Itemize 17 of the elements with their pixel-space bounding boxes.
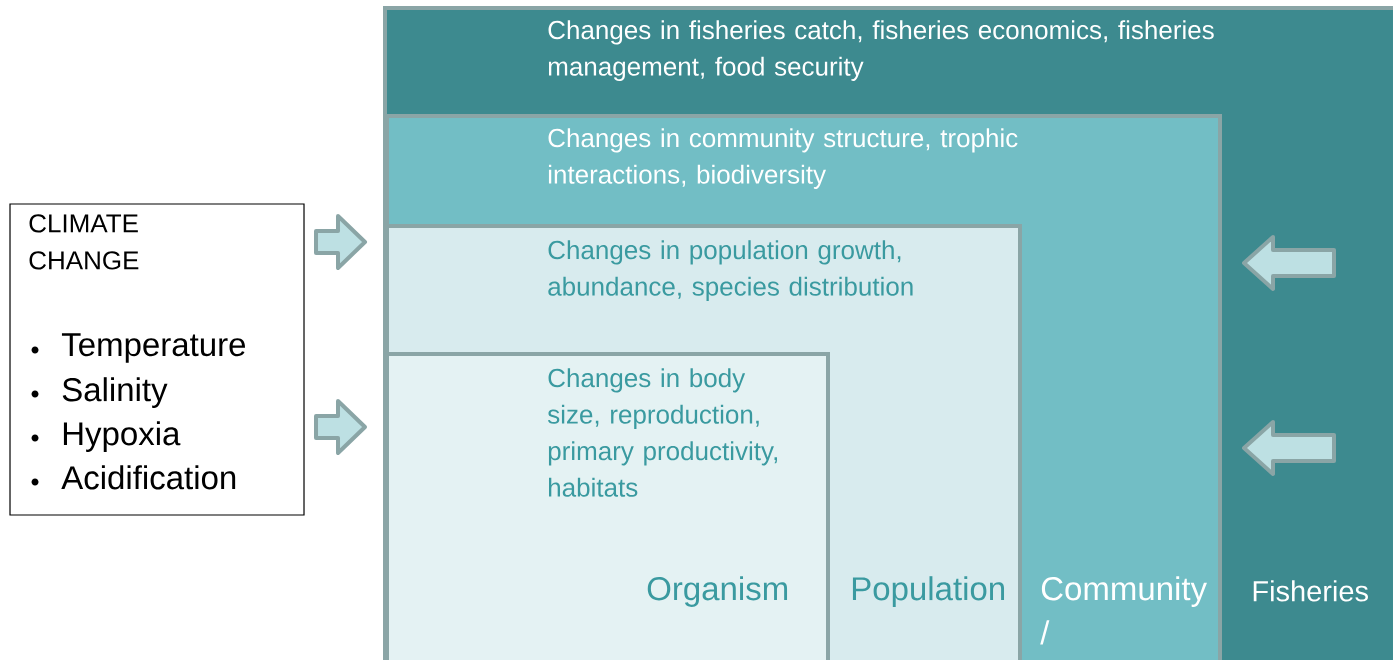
description-text: Changes in population growth, abundance, species distribution xyxy=(548,240,913,301)
list-item: Temperature xyxy=(61,333,245,363)
description-text: Changes in community structure, trophic interactions, biodiversity xyxy=(548,128,1018,189)
description-text: Changes in fisheries catch, fisheries economics, fisheries management, food security xyxy=(548,20,1214,81)
list-item: Salinity xyxy=(62,377,168,408)
heading: CLIMATE CHANGE xyxy=(29,214,139,270)
list-item: Acidification xyxy=(61,465,236,490)
list-item: Hypoxia xyxy=(63,421,181,452)
level-label: Fisheries xyxy=(1253,580,1368,602)
block-arrow xyxy=(1242,420,1336,476)
level-label: Community / xyxy=(1040,576,1207,645)
level-label: Organism xyxy=(647,576,788,607)
level-label: Population xyxy=(852,576,1004,607)
block-arrow xyxy=(314,214,367,270)
description-text: Changes in body size, reproduction, primary productivity, habitats xyxy=(547,368,777,497)
block-arrow xyxy=(1242,235,1336,291)
block-arrow xyxy=(314,399,367,455)
